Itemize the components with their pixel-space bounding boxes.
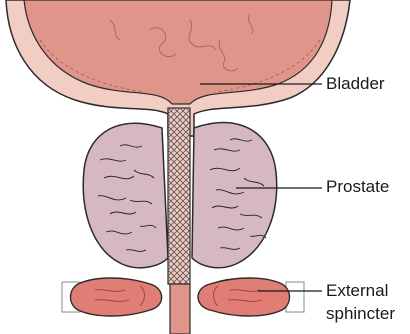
- external-sphincter-left: [62, 278, 162, 316]
- prostate-right-lobe: [192, 122, 277, 267]
- label-bladder: Bladder: [326, 74, 385, 94]
- external-sphincter-right: [198, 278, 304, 316]
- label-external-sphincter-line1: External: [326, 281, 388, 301]
- lower-urethra: [170, 284, 190, 334]
- urethra-hatching: [168, 108, 190, 284]
- label-prostate: Prostate: [326, 177, 389, 197]
- label-external-sphincter-line2: sphincter: [326, 304, 395, 324]
